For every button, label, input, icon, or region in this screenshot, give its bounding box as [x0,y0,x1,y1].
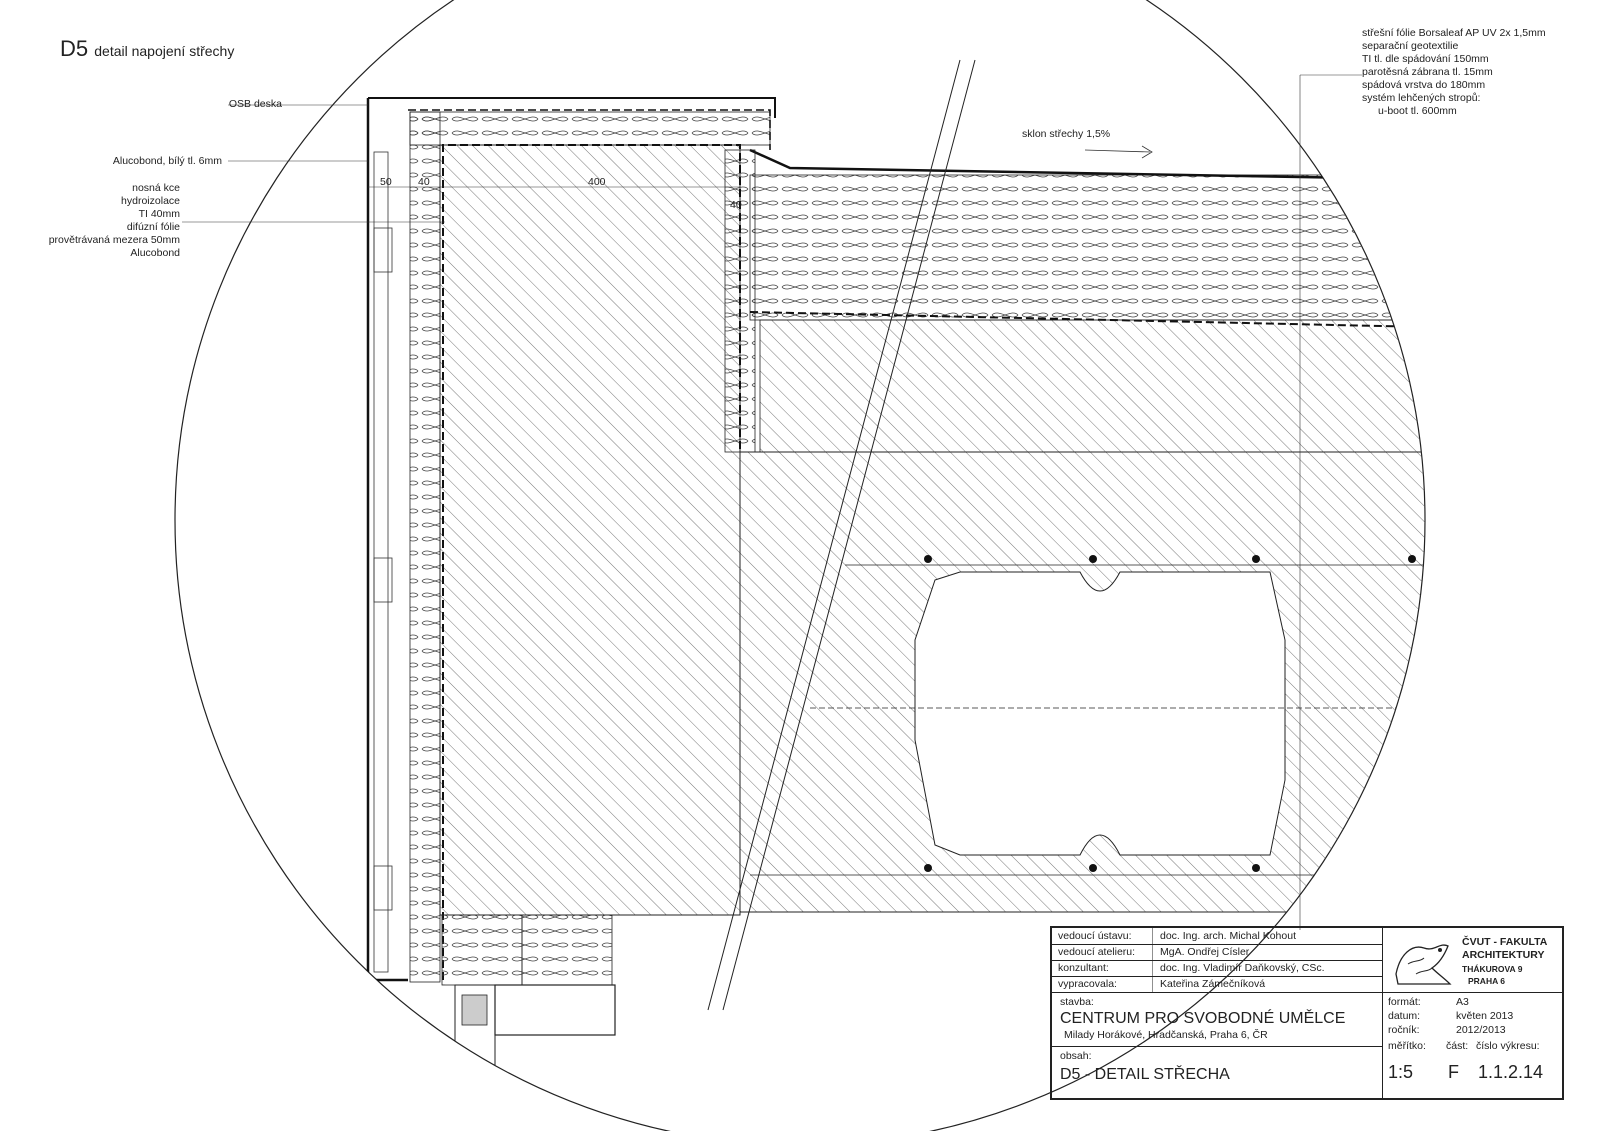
layer-label: separační geotextilie [1362,40,1459,52]
meritko-label: měřítko: [1388,1040,1426,1052]
cut-line-1 [707,59,961,1011]
cast-value: F [1448,1062,1459,1082]
obsah-name: D5 - DETAIL STŘECHA [1060,1066,1230,1083]
layer-label: u-boot tl. 600mm [1378,105,1457,117]
label-osb: OSB deska [228,98,282,110]
lion-logo-icon [1395,944,1452,985]
format-label: formát: [1388,996,1421,1008]
label-layers-left: nosná kce hydroizolace TI 40mm difúzní f… [49,182,180,260]
obsah-label: obsah: [1060,1050,1092,1062]
layer-label: systém lehčených stropů: [1362,92,1481,104]
tb-label: konzultant: [1058,962,1109,974]
label-alucobond-top: Alucobond, bílý tl. 6mm [112,155,222,167]
stavba-name: CENTRUM PRO SVOBODNÉ UMĚLCE [1060,1010,1346,1027]
wall-insulation [409,111,441,983]
tb-value: doc. Ing. Vladimír Daňkovský, CSc. [1160,962,1325,974]
slope-label: sklon střechy 1,5% [1022,128,1111,140]
title-block: vedoucí ústavu: doc. Ing. arch. Michal K… [1050,926,1564,1100]
roof-insulation [749,174,1425,321]
slope-layer [759,319,1425,453]
cast-label: část: [1446,1040,1469,1052]
concrete-wall [439,144,741,916]
school-line: ARCHITEKTURY [1462,949,1545,961]
layer-label: TI tl. dle spádování 150mm [1362,53,1489,65]
tb-label: vypracovala: [1058,978,1117,990]
school-line: THÁKUROVA 9 [1462,964,1523,974]
tb-value: Kateřina Zámečníková [1160,978,1266,990]
meritko-value: 1:5 [1388,1062,1414,1082]
dimension-400: 400 [588,176,606,188]
tb-label: vedoucí ústavu: [1058,930,1132,942]
rocnik-label: ročník: [1388,1024,1420,1036]
u-boot-void [914,571,1286,856]
dimension-40: 40 [418,176,430,188]
layer-label: TI 40mm [138,208,180,220]
heading: D5 detail napojení střechy [60,36,234,64]
cut-line-2 [722,59,976,1011]
top-insulation [409,111,771,146]
layer-label: spádová vrstva do 180mm [1362,79,1486,91]
cislo-value: 1.1.2.14 [1478,1062,1544,1082]
layer-label: Alucobond [130,247,180,259]
layer-label: hydroizolace [121,195,180,207]
rocnik-value: 2012/2013 [1456,1024,1506,1036]
dimension-40-right: 40 [730,199,742,211]
layer-label: nosná kce [132,182,180,194]
stavba-address: Milady Horákové, Hradčanská, Praha 6, ČR [1064,1029,1268,1041]
heading-code: D5 [60,36,89,61]
roof-membrane [749,148,1425,182]
format-value: A3 [1456,996,1469,1008]
cislo-label: číslo výkresu: [1476,1040,1540,1052]
label-layers-right: střešní fólie Borsaleaf AP UV 2x 1,5mm s… [1362,27,1546,118]
tb-value: doc. Ing. arch. Michal Kohout [1160,930,1296,942]
school-line: ČVUT - FAKULTA [1462,936,1548,948]
dimension-50: 50 [380,176,392,188]
layer-label: parotěsná zábrana tl. 15mm [1362,66,1493,78]
stavba-label: stavba: [1060,996,1094,1008]
datum-label: datum: [1388,1010,1421,1022]
heading-text: detail napojení střechy [94,43,235,59]
school-line: PRAHA 6 [1468,976,1505,986]
vapour-barrier [749,311,1425,329]
datum-value: květen 2013 [1456,1010,1514,1022]
layer-label: střešní fólie Borsaleaf AP UV 2x 1,5mm [1362,27,1546,39]
layer-label: difúzní fólie [126,221,180,233]
tb-label: vedoucí atelieru: [1058,946,1136,958]
layer-label: provětrávaná mezera 50mm [48,234,180,246]
tb-value: MgA. Ondřej Císler [1160,946,1250,958]
